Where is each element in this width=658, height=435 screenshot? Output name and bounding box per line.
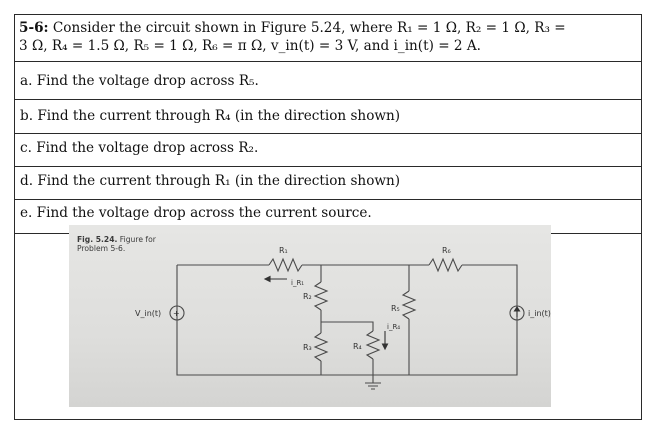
resistor-r1: [268, 257, 303, 273]
divider: [15, 61, 641, 62]
circuit-diagram: + R₁ R₆ R₂ R₃ R₄ R₅ i_R₁ i_R₄ V_in(t) i_…: [135, 246, 551, 390]
part-b: b. Find the current through R₄ (in the d…: [20, 108, 401, 124]
part-c: c. Find the voltage drop across R₂.: [20, 140, 259, 156]
label-ir1: i_R₁: [291, 279, 304, 287]
divider: [15, 166, 641, 167]
circuit-figure: Fig. 5.24. Figure for Problem 5-6.: [69, 225, 551, 407]
label-r4: R₄: [353, 342, 362, 351]
label-r6: R₆: [442, 246, 451, 255]
label-ir4: i_R₄: [387, 323, 400, 331]
part-d: d. Find the current through R₁ (in the d…: [20, 173, 401, 189]
problem-box: 5-6: Consider the circuit shown in Figur…: [14, 14, 642, 420]
label-r5: R₅: [391, 304, 400, 313]
caption-line-1: Figure for: [117, 235, 156, 244]
label-iin: i_in(t): [528, 309, 551, 318]
statement-line-2: 3 Ω, R₄ = 1.5 Ω, R₅ = 1 Ω, R₆ = π Ω, v_i…: [19, 38, 482, 54]
ir4-arrow: [381, 343, 389, 351]
divider: [15, 199, 641, 200]
label-r3: R₃: [303, 343, 312, 352]
caption-bold: Fig. 5.24.: [77, 235, 118, 244]
label-vin: V_in(t): [135, 309, 161, 318]
problem-statement: 5-6: Consider the circuit shown in Figur…: [19, 19, 639, 55]
ir1-arrow: [263, 275, 271, 283]
part-e: e. Find the voltage drop across the curr…: [20, 205, 372, 221]
statement-line-1: Consider the circuit shown in Figure 5.2…: [52, 20, 566, 36]
iin-arrow: [513, 305, 521, 312]
divider: [15, 133, 641, 134]
resistor-r3: [313, 332, 329, 362]
caption-line-2: Problem 5-6.: [77, 244, 126, 253]
label-r2: R₂: [303, 292, 312, 301]
divider: [15, 99, 641, 100]
problem-number: 5-6:: [19, 20, 49, 36]
resistor-r2: [313, 281, 329, 311]
figure-caption: Fig. 5.24. Figure for Problem 5-6.: [77, 235, 156, 253]
plus-sign: +: [173, 309, 180, 318]
part-a: a. Find the voltage drop across R₅.: [20, 73, 259, 89]
voltage-source: [169, 305, 185, 321]
resistor-r5: [401, 290, 417, 320]
resistor-r6: [428, 257, 463, 273]
ground-symbol: [365, 382, 381, 390]
label-r1: R₁: [279, 246, 288, 255]
resistor-r4: [365, 330, 381, 360]
wire: [176, 264, 518, 376]
